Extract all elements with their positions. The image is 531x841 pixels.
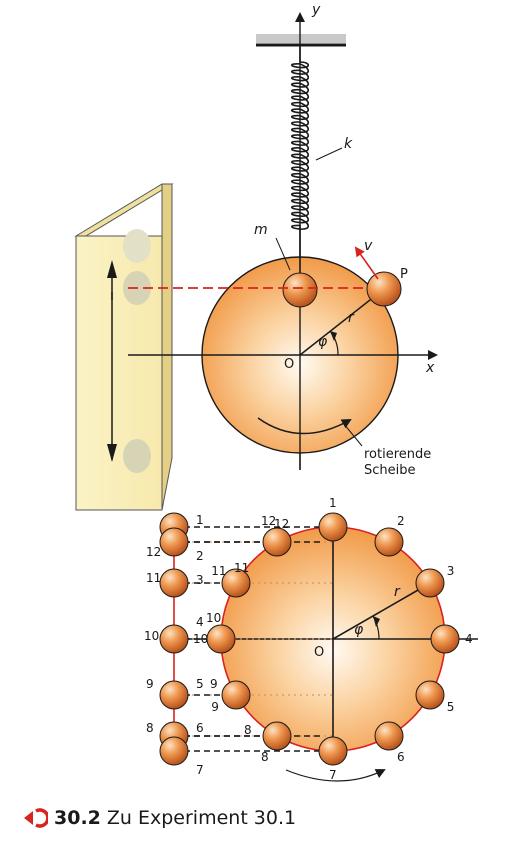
refresh-arrow-icon	[24, 808, 48, 828]
left-label-8-9: 8	[146, 721, 154, 735]
left-ball-4	[159, 624, 189, 654]
circle-label-9: 9	[211, 700, 219, 714]
circle-label-12: 12	[261, 514, 276, 528]
experiment-figure: y x k m	[74, 2, 478, 782]
left-label-4-6: 4	[196, 615, 204, 629]
circle-ball-8	[262, 721, 292, 751]
circle-ball-1	[318, 512, 348, 542]
circle-ball-2	[374, 527, 404, 557]
circle-label-10: 10	[193, 632, 208, 646]
circle-ball-3	[415, 568, 445, 598]
circle-label-8: 8	[261, 750, 269, 764]
left-label-7-11: 7	[196, 763, 204, 777]
spring-label: k	[344, 136, 353, 152]
circle-label-4: 4	[465, 632, 473, 646]
point-p-label: P	[400, 267, 408, 282]
mid-label-8: 8	[244, 723, 252, 737]
circle-label-7: 7	[329, 768, 337, 782]
ceiling	[256, 34, 346, 43]
left-label-10-5: 10	[144, 629, 159, 643]
lower-origin-label: O	[314, 645, 324, 660]
angle-label: φ	[318, 334, 328, 350]
mid-label-11: 11	[234, 561, 249, 575]
circle-label-5: 5	[447, 700, 455, 714]
y-axis-label: y	[311, 2, 321, 18]
circle-ball-12	[262, 527, 292, 557]
left-label-11-3: 11	[146, 571, 161, 585]
circle-ball-9	[221, 680, 251, 710]
circle-ball-4	[430, 624, 460, 654]
lower-radius-line	[332, 581, 433, 640]
left-ball-3	[159, 568, 189, 598]
circle-label-11: 11	[211, 564, 226, 578]
left-label-3-4: 3	[196, 573, 204, 587]
circle-label-6: 6	[397, 750, 405, 764]
circle-ball-6	[374, 721, 404, 751]
circle-label-2: 2	[397, 514, 405, 528]
mass-ball	[282, 272, 318, 308]
lower-rotation-arrow	[285, 769, 386, 782]
caption-number: 30.2	[54, 807, 101, 829]
radius-line	[299, 288, 385, 356]
point-p-ball	[366, 271, 402, 307]
left-label-9-7: 9	[146, 677, 154, 691]
left-label-1-0: 1	[196, 513, 204, 527]
left-ball-7	[159, 736, 189, 766]
velocity-label: v	[364, 238, 373, 254]
circle-ball-11	[221, 568, 251, 598]
disc-label-line1: rotierende	[364, 447, 431, 462]
figure-caption: 30.2 Zu Experiment 30.1	[22, 804, 296, 832]
left-label-12-1: 12	[146, 545, 161, 559]
origin-label: O	[284, 357, 294, 372]
top-diagram: y x k m	[74, 2, 438, 511]
circle-label-3: 3	[447, 564, 455, 578]
left-label-5-8: 5	[196, 677, 204, 691]
caption-text: Zu Experiment 30.1	[106, 807, 297, 829]
projection-panel	[74, 183, 174, 511]
mass-label: m	[254, 222, 268, 238]
lower-angle-label: φ	[354, 622, 364, 638]
mid-label-9: 9	[210, 677, 218, 691]
left-ball-2	[159, 527, 189, 557]
x-axis-label: x	[425, 360, 435, 376]
spring-label-line	[315, 147, 343, 161]
rotation-arrow	[257, 417, 352, 435]
circle-ball-10	[206, 624, 236, 654]
radius-label: r	[348, 310, 355, 326]
left-label-6-10: 6	[196, 721, 204, 735]
left-ball-5	[159, 680, 189, 710]
circle-label-1: 1	[329, 496, 337, 510]
velocity-arrow	[354, 246, 379, 280]
left-label-2-2: 2	[196, 549, 204, 563]
spring	[290, 45, 310, 273]
circle-ball-7	[318, 736, 348, 766]
circle-ball-5	[415, 680, 445, 710]
mid-label-12: 12	[274, 517, 289, 531]
lower-radius-label: r	[394, 584, 401, 600]
mid-label-10: 10	[206, 611, 221, 625]
disc-label-line2: Scheibe	[364, 463, 416, 478]
